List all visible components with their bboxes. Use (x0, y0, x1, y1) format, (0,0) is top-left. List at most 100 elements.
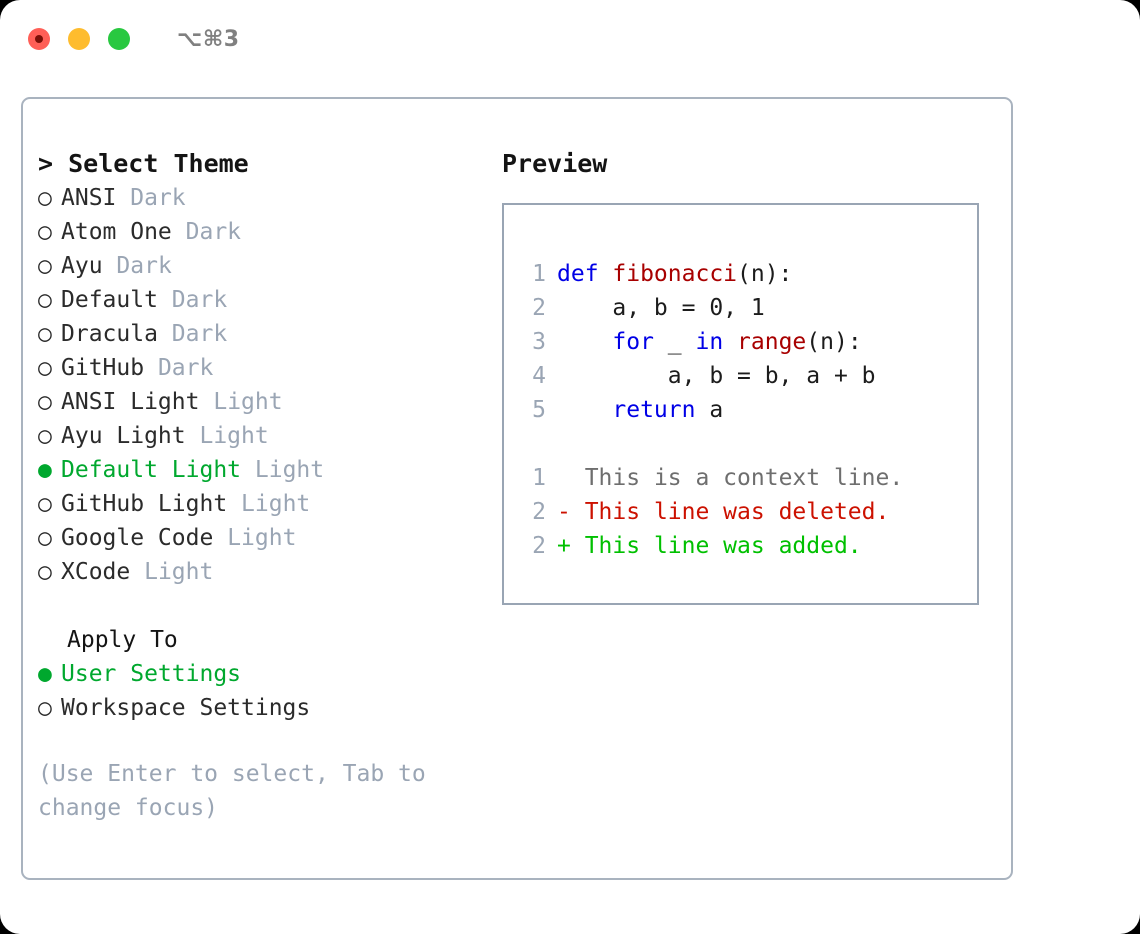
theme-list-item[interactable]: ○Atom One Dark (38, 215, 498, 249)
theme-list-item[interactable]: ○GitHub Dark (38, 351, 498, 385)
close-button-icon[interactable] (28, 28, 50, 50)
theme-name: Default (61, 287, 158, 313)
diff-line: 2- This line was deleted. (516, 495, 977, 529)
theme-name: Ayu (61, 253, 103, 279)
code-token: a, b = b, a + b (557, 363, 876, 389)
theme-selection-column: > Select Theme ○ANSI Dark○Atom One Dark○… (38, 147, 498, 825)
diff-sample: 1 This is a context line.2- This line wa… (516, 461, 977, 563)
code-token: fibonacci (612, 261, 738, 287)
spacer (172, 215, 186, 249)
radio-selected-icon: ● (38, 661, 52, 687)
radio-unselected-icon: ○ (38, 423, 52, 449)
line-number: 2 (532, 295, 546, 321)
theme-variant-tag: Dark (171, 287, 228, 313)
radio-unselected-icon: ○ (38, 253, 52, 279)
spacer (130, 555, 144, 589)
code-line: 4 a, b = b, a + b (516, 359, 977, 393)
spacer (158, 317, 172, 351)
theme-list-item[interactable]: ○ Ayu Light Light (38, 419, 498, 453)
diff-text: This is a context line. (584, 465, 904, 491)
spacer (103, 249, 117, 283)
code-token (557, 325, 612, 359)
radio-selected-icon: ● (38, 457, 52, 483)
keyboard-hint-text: (Use Enter to select, Tab to change focu… (38, 761, 426, 821)
code-line: 3 for _ in range(n): (516, 325, 977, 359)
line-number: 2 (532, 499, 546, 525)
theme-name: XCode (61, 559, 131, 585)
theme-variant-tag: Light (241, 491, 311, 517)
code-token: a (695, 397, 724, 423)
code-line: 1 def fibonacci(n): (516, 257, 977, 291)
apply-to-label: Workspace Settings (61, 695, 311, 721)
code-token: for (612, 329, 654, 355)
apply-to-list[interactable]: ● User Settings ○ Workspace Settings (38, 657, 498, 725)
spacer (186, 419, 200, 453)
theme-name: ANSI Light (61, 389, 200, 415)
spacer (213, 521, 227, 555)
theme-list-item[interactable]: ● Default Light Light (38, 453, 498, 487)
theme-variant-tag: Light (254, 457, 325, 483)
theme-list-item[interactable]: ○ANSI Light Light (38, 385, 498, 419)
theme-name: Google Code (61, 525, 214, 551)
line-number: 4 (532, 363, 546, 389)
code-token: return (612, 397, 696, 423)
code-token: def (557, 261, 613, 287)
spacer (227, 487, 241, 521)
line-number: 1 (532, 261, 546, 287)
theme-picker-panel: > Select Theme ○ANSI Dark○Atom One Dark○… (21, 97, 1013, 880)
theme-list-item[interactable]: ○ ANSI Dark (38, 181, 498, 215)
theme-variant-tag: Dark (130, 185, 186, 211)
radio-unselected-icon: ○ (38, 525, 52, 551)
theme-list-item[interactable]: ○Ayu Dark (38, 249, 498, 283)
radio-unselected-icon: ○ (38, 185, 52, 211)
preview-spacer (516, 427, 977, 461)
diff-marker: - (557, 499, 585, 525)
theme-variant-tag: Light (227, 525, 297, 551)
line-number: 3 (532, 329, 546, 355)
diff-text: This line was added. (584, 533, 862, 559)
code-token: in (695, 329, 738, 355)
radio-unselected-icon: ○ (38, 389, 52, 415)
theme-list-item[interactable]: ○XCode Light (38, 555, 498, 589)
theme-name: Default Light (61, 457, 242, 483)
theme-variant-tag: Dark (157, 355, 214, 381)
spacer (199, 385, 213, 419)
diff-marker: + (557, 533, 585, 559)
apply-to-label: User Settings (61, 661, 242, 687)
theme-variant-tag: Dark (185, 219, 242, 245)
theme-list[interactable]: ○ANSI Dark○Atom One Dark○Ayu Dark○Defaul… (38, 181, 498, 589)
theme-list-item[interactable]: ○ Default Dark (38, 283, 498, 317)
preview-heading: Preview (502, 149, 608, 178)
radio-unselected-icon: ○ (38, 219, 52, 245)
theme-variant-tag: Light (199, 423, 269, 449)
theme-variant-tag: Dark (171, 321, 228, 347)
apply-to-item[interactable]: ● User Settings (38, 657, 498, 691)
theme-list-item[interactable]: ○Dracula Dark (38, 317, 498, 351)
code-token: (n): (806, 329, 862, 355)
maximize-button-icon[interactable] (108, 28, 130, 50)
traffic-lights (28, 28, 130, 50)
radio-unselected-icon: ○ (38, 287, 52, 313)
minimize-button-icon[interactable] (68, 28, 90, 50)
code-token: _ (653, 329, 696, 355)
diff-marker (557, 461, 585, 495)
apply-to-item[interactable]: ○ Workspace Settings (38, 691, 498, 725)
theme-list-item[interactable]: ○ Google Code Light (38, 521, 498, 555)
theme-name: ANSI (61, 185, 117, 211)
keyboard-shortcut-label: ⌥⌘3 (177, 26, 240, 52)
theme-name: GitHub Light (61, 491, 228, 517)
diff-text: This line was deleted. (584, 499, 890, 525)
spacer (241, 453, 255, 487)
select-theme-heading: > Select Theme (38, 149, 249, 178)
theme-list-item[interactable]: ○GitHub Light Light (38, 487, 498, 521)
line-number: 5 (532, 397, 546, 423)
apply-to-heading: Apply To (67, 627, 178, 653)
radio-unselected-icon: ○ (38, 559, 52, 585)
radio-unselected-icon: ○ (38, 695, 52, 721)
code-token: (n): (737, 261, 793, 287)
code-line: 5 return a (516, 393, 977, 427)
theme-name: Ayu Light (61, 423, 186, 449)
